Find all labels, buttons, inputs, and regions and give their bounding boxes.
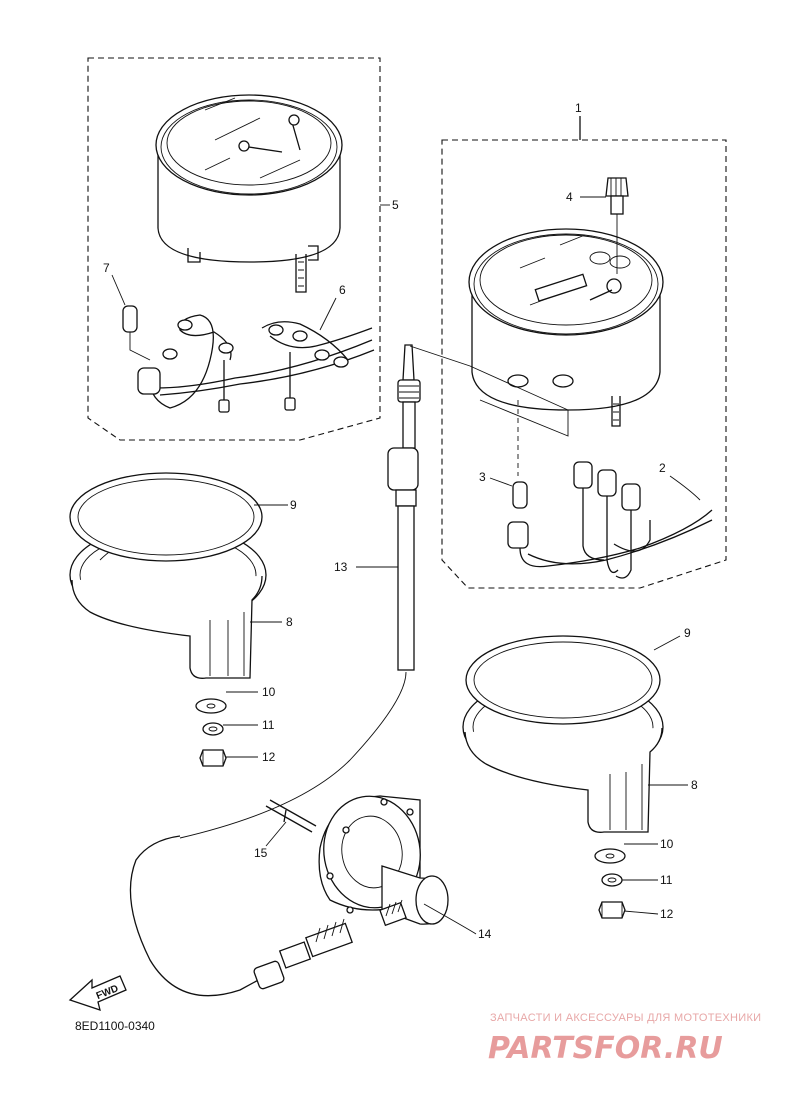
nut-12-left bbox=[199, 749, 227, 767]
rubber-ring-9-right bbox=[465, 635, 661, 725]
washer-11-right bbox=[601, 873, 623, 887]
callout-13: 13 bbox=[334, 560, 348, 574]
callout-11-left: 11 bbox=[262, 718, 275, 732]
washer-10-left bbox=[195, 698, 227, 714]
forward-direction-arrow: FWD bbox=[68, 975, 127, 1011]
cable-to-gauge-leader bbox=[409, 345, 569, 437]
watermark-tagline: ЗАПЧАСТИ И АКСЕССУАРЫ ДЛЯ МОТОТЕХНИКИ bbox=[490, 1012, 761, 1024]
nut-12-right bbox=[598, 901, 626, 919]
callout-10-right: 10 bbox=[660, 837, 674, 851]
callout-5: 5 bbox=[392, 198, 399, 212]
callout-11-right: 11 bbox=[660, 873, 673, 887]
callout-8-left: 8 bbox=[286, 615, 293, 629]
pin-15 bbox=[265, 799, 317, 833]
callout-2: 2 bbox=[659, 461, 666, 475]
tachometer-wiring-harness bbox=[137, 314, 375, 413]
speedometer-cable-13 bbox=[129, 344, 421, 997]
callout-4: 4 bbox=[566, 190, 573, 204]
speedometer-gauge bbox=[468, 228, 664, 427]
callout-8-right: 8 bbox=[691, 778, 698, 792]
watermark: ЗАПЧАСТИ И АКСЕССУАРЫ ДЛЯ МОТОТЕХНИКИ PA… bbox=[488, 1012, 761, 1066]
trip-reset-knob-4 bbox=[605, 177, 629, 274]
watermark-brand: PARTSFOR.RU bbox=[488, 1031, 723, 1066]
callout-15: 15 bbox=[254, 846, 268, 860]
callout-12-left: 12 bbox=[262, 750, 276, 764]
callout-7: 7 bbox=[103, 261, 110, 275]
bulb-7 bbox=[122, 305, 151, 361]
assembly-1-boundary bbox=[441, 139, 727, 589]
callout-leaders bbox=[111, 116, 701, 935]
callout-6: 6 bbox=[339, 283, 346, 297]
callout-9-right: 9 bbox=[684, 626, 691, 640]
callout-3: 3 bbox=[479, 470, 486, 484]
callout-9-left: 9 bbox=[290, 498, 297, 512]
assembly-5-boundary bbox=[87, 57, 381, 441]
callout-labels: 1 2 3 4 5 6 7 8 9 10 11 12 13 14 15 8 9 … bbox=[103, 101, 698, 941]
drawing-code: 8ED1100-0340 bbox=[75, 1019, 155, 1033]
bulb-3 bbox=[512, 400, 528, 509]
rubber-ring-9-left bbox=[69, 472, 263, 562]
callout-1: 1 bbox=[575, 101, 582, 115]
washer-10-right bbox=[594, 848, 626, 864]
washer-11-left bbox=[202, 722, 224, 736]
callout-14: 14 bbox=[478, 927, 492, 941]
tachometer-gauge bbox=[155, 94, 343, 293]
callout-12-right: 12 bbox=[660, 907, 674, 921]
callout-10-left: 10 bbox=[262, 685, 276, 699]
speedometer-wiring-harness bbox=[507, 461, 713, 579]
speedometer-gear-unit-14 bbox=[318, 795, 449, 927]
